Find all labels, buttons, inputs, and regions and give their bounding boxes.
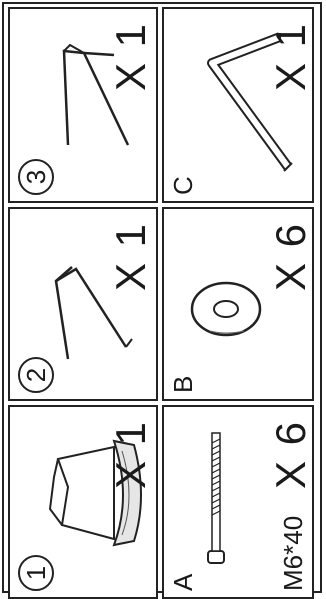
part-quantity: X 1 — [110, 22, 152, 91]
hardware-quantity: X 6 — [270, 420, 312, 489]
part-2-cell: 2 X 1 — [8, 207, 158, 401]
parts-list-rotated-sheet: 1 X 1 2 X 1 3 X 1 A — [4, 4, 326, 599]
part-quantity: X 1 — [110, 222, 152, 291]
parts-list-frame: 1 X 1 2 X 1 3 X 1 A — [2, 2, 322, 593]
hardware-c-cell: C X 1 — [162, 7, 314, 203]
hardware-b-cell: B X 6 — [162, 207, 314, 401]
part-1-cell: 1 X 1 — [8, 405, 158, 599]
hardware-spec: M6*40 — [280, 516, 306, 591]
hardware-quantity: X 6 — [270, 222, 312, 291]
part-quantity: X 1 — [110, 420, 152, 489]
hardware-quantity: X 1 — [270, 22, 312, 91]
hardware-a-cell: A M6*40 X 6 — [162, 405, 314, 599]
part-3-cell: 3 X 1 — [8, 7, 158, 203]
